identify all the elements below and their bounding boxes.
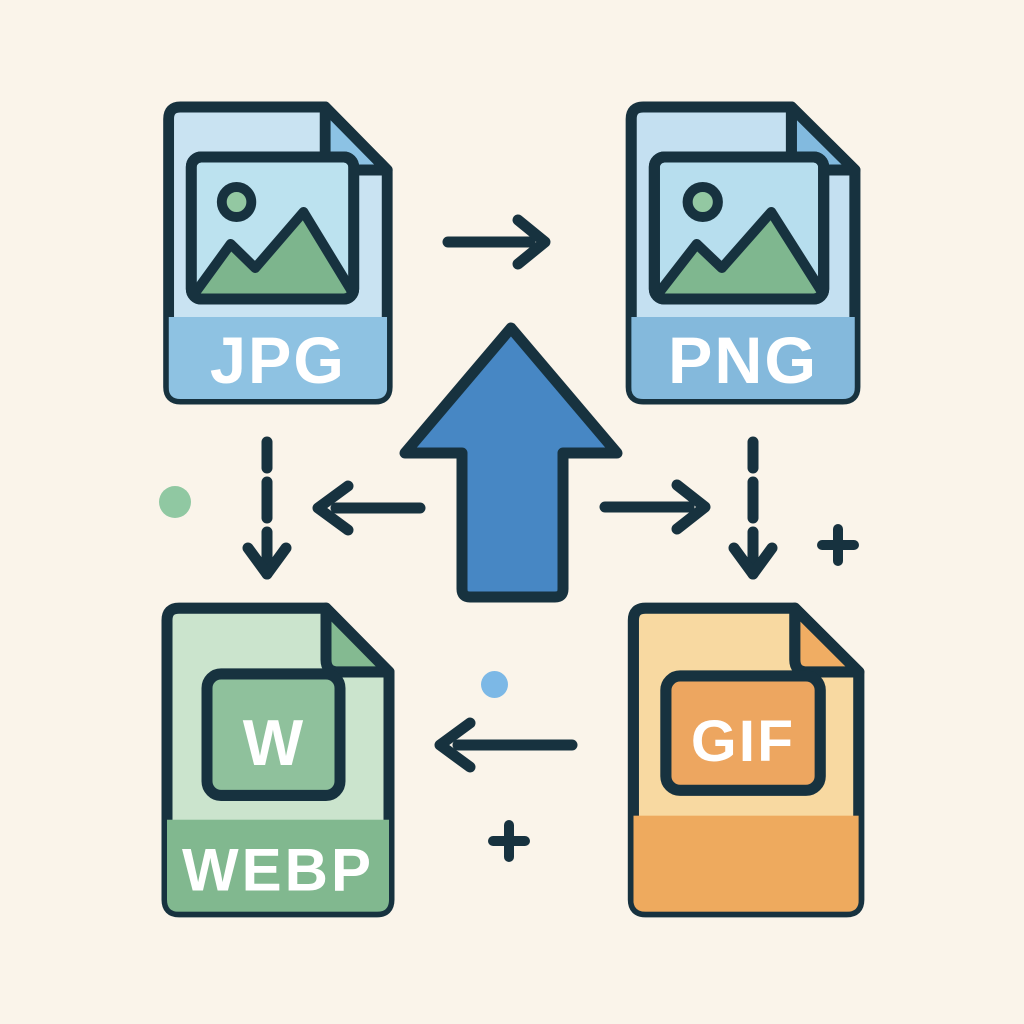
dashed-arrow-jpg-down-icon (242, 436, 292, 586)
mountain-shape (191, 207, 354, 299)
jpg-label: JPG (210, 324, 346, 398)
gif-label: GIF (691, 709, 795, 774)
jpg-file-icon: JPG (144, 94, 400, 412)
webp-badge-letter: W (243, 707, 304, 779)
green-dot (159, 486, 191, 518)
thumbnail-frame (648, 151, 830, 305)
dashed-arrow-png-down-icon (728, 436, 778, 586)
sun-shape (682, 182, 723, 222)
blue-dot (481, 671, 508, 698)
gif-file-icon: GIF (608, 595, 872, 925)
webp-label: WEBP (182, 835, 374, 903)
file-label-band (631, 317, 855, 399)
arrow-into-webp-icon (310, 480, 430, 536)
webp-file-icon: W WEBP (142, 595, 402, 925)
png-file-icon: PNG (606, 94, 868, 412)
file-label-band (633, 815, 859, 912)
mountain-shape (654, 207, 824, 299)
plus-bottom-icon (488, 820, 530, 862)
arrow-gif-to-webp-icon (432, 717, 582, 773)
webp-badge (201, 668, 346, 801)
png-label: PNG (668, 324, 818, 398)
arrow-into-gif-icon (597, 479, 715, 535)
plus-right-icon (817, 524, 859, 566)
folded-corner (789, 602, 865, 678)
folded-corner (320, 602, 395, 678)
sun-shape (216, 182, 257, 222)
file-label-band (167, 819, 389, 912)
file-label-band (168, 317, 388, 399)
big-upload-arrow-icon (399, 322, 623, 604)
thumbnail-frame (185, 151, 360, 305)
arrow-jpg-to-png-icon (440, 214, 555, 270)
gif-badge (660, 670, 826, 796)
